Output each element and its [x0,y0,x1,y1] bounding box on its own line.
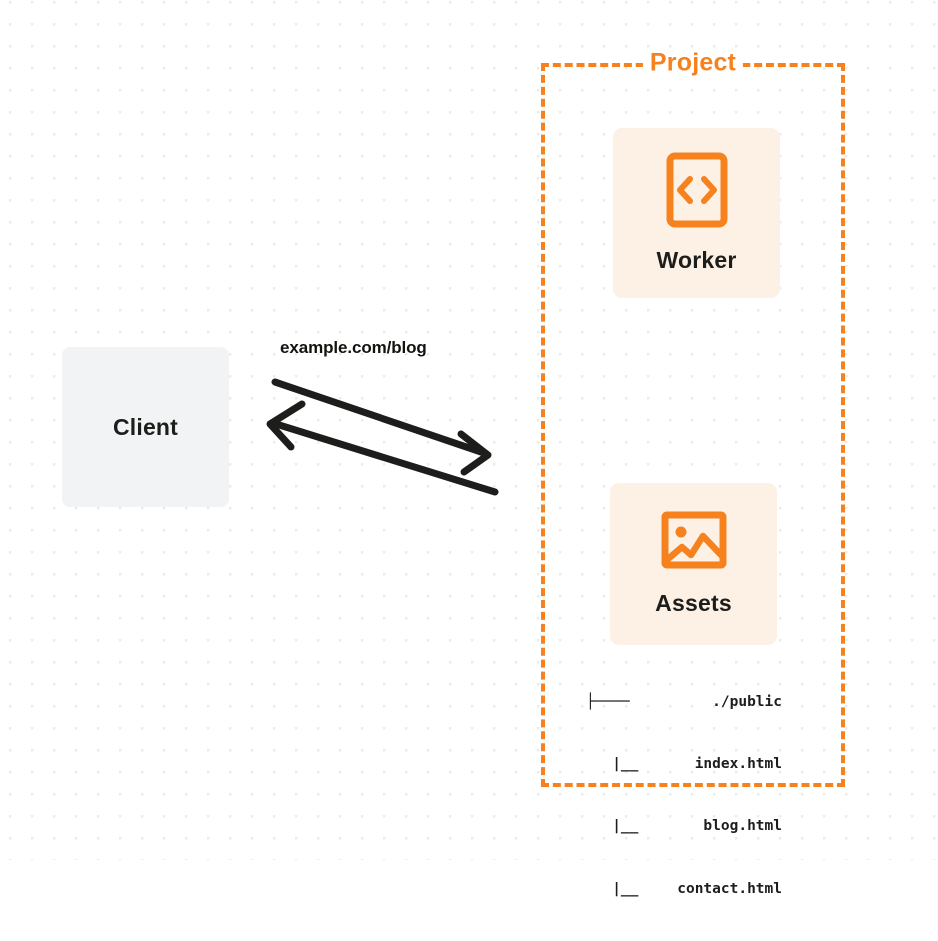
worker-card[interactable]: Worker [613,128,780,298]
tree-item-name: blog.html [703,818,782,835]
project-title: Project [642,48,744,78]
tree-branch-glyph: |__ [586,755,639,772]
image-icon [661,511,727,574]
diagram-canvas: Client example.com/blog Project Worker [0,0,938,897]
assets-file-tree: ├──── ./public |__ index.html |__ blog.h… [586,650,782,941]
code-brackets-icon [666,152,728,233]
tree-item-name: ./public [712,693,782,710]
client-label: Client [112,413,179,440]
connection-url-label: example.com/blog [280,338,427,357]
response-arrow-icon [266,400,499,496]
file-tree-row: |__ contact.html [586,879,782,900]
tree-branch-glyph: |__ [586,880,639,897]
worker-label: Worker [656,247,737,273]
client-node[interactable]: Client [62,347,229,507]
request-arrow-icon [271,378,492,476]
assets-label: Assets [655,590,732,616]
file-tree-row: ├──── ./public [586,692,782,713]
file-tree-row: |__ blog.html [586,816,782,837]
tree-item-name: index.html [694,755,782,772]
tree-branch-glyph: |__ [586,818,639,835]
file-tree-row: |__ index.html [586,754,782,775]
assets-card[interactable]: Assets [610,483,777,645]
tree-branch-glyph: ├──── [586,693,630,710]
tree-item-name: contact.html [677,880,782,897]
